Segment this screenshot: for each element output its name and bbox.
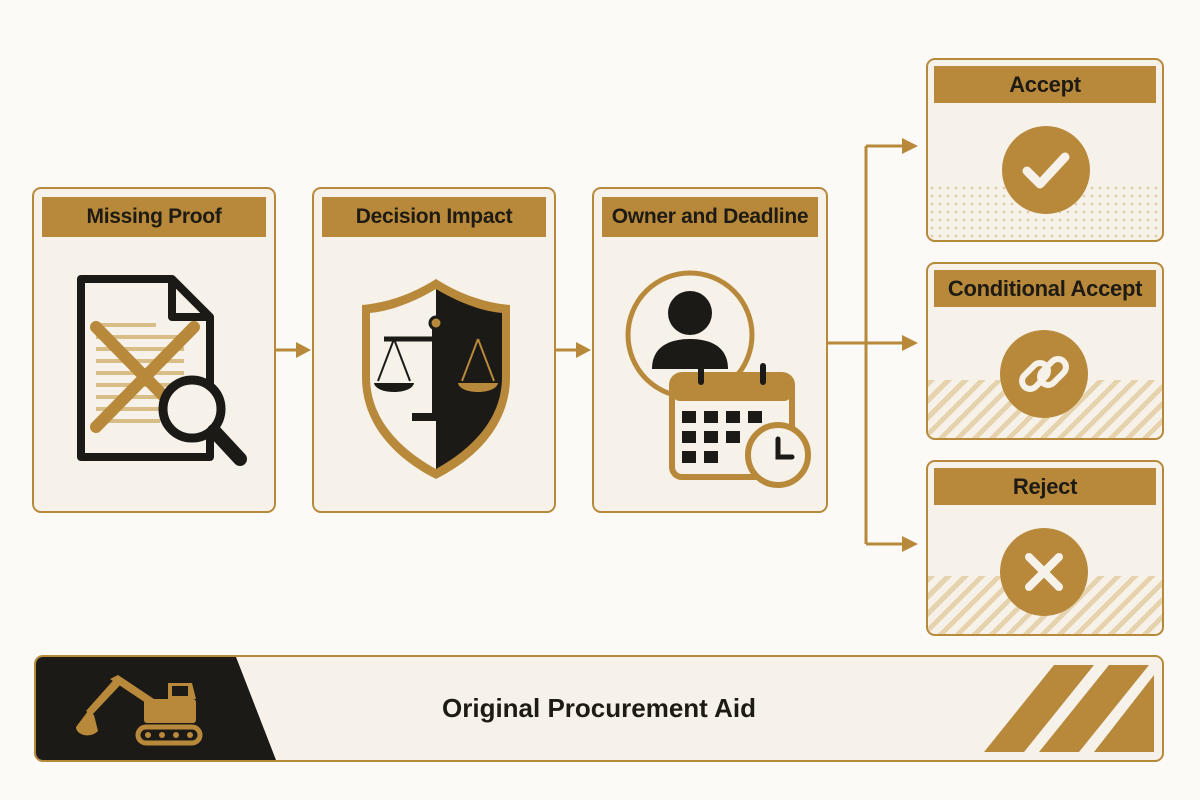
shield-scales-icon bbox=[362, 279, 510, 479]
banner-title: Original Procurement Aid bbox=[442, 693, 756, 723]
step-title: Owner and Deadline bbox=[602, 197, 818, 237]
step-card-missing-proof: Missing Proof bbox=[32, 187, 276, 513]
outcome-title: Accept bbox=[934, 66, 1156, 103]
step-card-decision-impact: Decision Impact bbox=[312, 187, 556, 513]
chain-link-icon bbox=[1000, 330, 1088, 418]
arrowhead-conditional bbox=[902, 335, 918, 351]
person-calendar-clock-icon bbox=[625, 270, 811, 488]
outcome-card-accept: Accept bbox=[926, 58, 1164, 242]
arrowhead-1 bbox=[296, 342, 311, 358]
step-card-owner-deadline: Owner and Deadline bbox=[592, 187, 828, 513]
document-crossed-magnifier-icon bbox=[77, 275, 247, 466]
arrowhead-2 bbox=[576, 342, 591, 358]
step-title: Missing Proof bbox=[42, 197, 266, 237]
branch-lines bbox=[828, 144, 904, 546]
footer-banner: Original Procurement Aid bbox=[34, 655, 1164, 762]
outcome-card-reject: Reject bbox=[926, 460, 1164, 636]
outcome-title: Conditional Accept bbox=[934, 270, 1156, 307]
checkmark-icon bbox=[1002, 126, 1090, 214]
x-mark-icon bbox=[1000, 528, 1088, 616]
excavator-icon bbox=[76, 675, 203, 746]
banner-dark-panel bbox=[36, 657, 276, 760]
arrowhead-reject bbox=[902, 536, 918, 552]
diagonal-stripes-decoration bbox=[984, 665, 1154, 752]
outcome-card-conditional-accept: Conditional Accept bbox=[926, 262, 1164, 440]
step-title: Decision Impact bbox=[322, 197, 546, 237]
arrowhead-accept bbox=[902, 138, 918, 154]
outcome-title: Reject bbox=[934, 468, 1156, 505]
